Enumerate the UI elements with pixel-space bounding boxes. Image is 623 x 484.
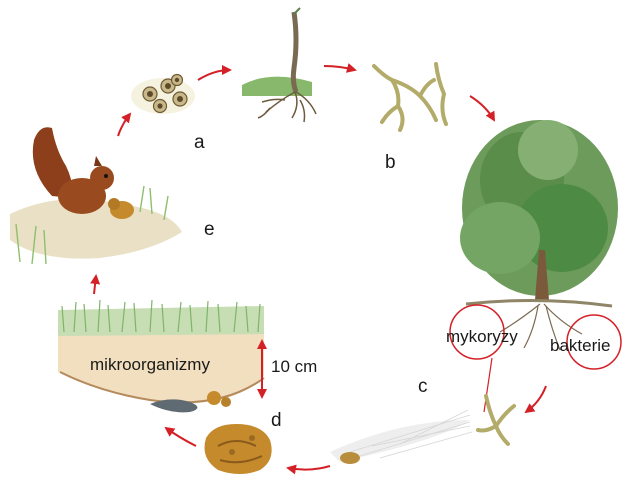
- arrow-bacteria-to-mycelium: [526, 386, 546, 412]
- label-bacteria: bakterie: [550, 337, 610, 354]
- arrow-soil-to-squirrel: [94, 276, 96, 294]
- seedling-roots-icon: [242, 8, 316, 122]
- arrow-mycelium-to-truffle: [288, 466, 330, 470]
- arrow-seedling-to-roots: [324, 66, 355, 70]
- label-c: c: [418, 377, 428, 396]
- root-fragment-icon: [374, 64, 446, 130]
- mycelium-icon: [330, 396, 514, 464]
- squirrel-icon: [10, 127, 182, 264]
- truffle-icon: [205, 424, 272, 474]
- label-microorganisms: mikroorganizmy: [90, 356, 210, 373]
- arrow-spores-to-seedling: [198, 70, 230, 80]
- arrow-roots-to-tree: [470, 96, 494, 120]
- label-b: b: [385, 153, 396, 172]
- label-a: a: [194, 133, 205, 152]
- spores-icon: [131, 75, 195, 115]
- label-d: d: [271, 411, 282, 430]
- label-depth: 10 cm: [271, 358, 317, 375]
- label-e: e: [204, 220, 215, 239]
- label-mycorrhiza: mykoryzy: [446, 328, 518, 345]
- arrow-truffle-to-soil: [166, 428, 196, 446]
- arrow-squirrel-to-spores: [118, 114, 130, 136]
